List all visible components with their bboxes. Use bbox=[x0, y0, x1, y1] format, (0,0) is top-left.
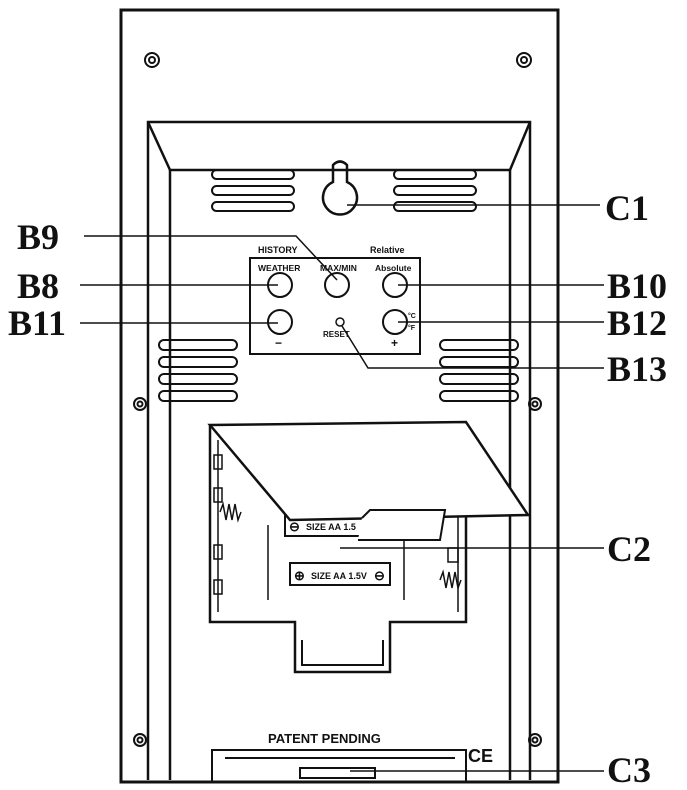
ce-mark: CE bbox=[468, 746, 493, 766]
battery-door bbox=[207, 420, 531, 522]
battery-bottom-minus: ⊖ bbox=[374, 568, 385, 583]
side-vents bbox=[158, 339, 519, 402]
top-vents bbox=[211, 169, 477, 212]
absolute-label: Absolute bbox=[375, 263, 412, 273]
deg-f-label: °F bbox=[408, 324, 416, 332]
minus-label: − bbox=[275, 336, 282, 350]
leader-lines bbox=[80, 204, 604, 772]
reset-label: RESET bbox=[323, 330, 350, 339]
weather-label: WEATHER bbox=[258, 263, 300, 273]
battery-top-minus: ⊖ bbox=[289, 519, 300, 534]
bottom-stand bbox=[211, 749, 467, 782]
battery-bottom-label: SIZE AA 1.5V bbox=[311, 571, 367, 581]
callout-c1: C1 bbox=[605, 188, 649, 228]
button-panel bbox=[249, 257, 421, 355]
battery-bottom bbox=[289, 562, 391, 586]
patent-pending-label: PATENT PENDING bbox=[268, 731, 381, 746]
minus-button bbox=[267, 309, 293, 335]
history-label: HISTORY bbox=[258, 245, 298, 255]
callout-b10: B10 bbox=[607, 266, 668, 306]
battery-bottom-plus: ⊕ bbox=[294, 568, 305, 583]
screw-holes bbox=[133, 52, 542, 747]
callout-b9: B9 bbox=[17, 217, 60, 257]
reset-hole bbox=[335, 317, 345, 327]
callout-b13: B13 bbox=[607, 349, 668, 389]
maxmin-button bbox=[324, 272, 350, 298]
battery-door-tab bbox=[358, 509, 447, 541]
relative-label: Relative bbox=[370, 245, 405, 255]
callout-c3: C3 bbox=[607, 750, 651, 790]
callout-b8: B8 bbox=[17, 266, 60, 306]
callout-b11: B11 bbox=[8, 303, 67, 343]
callout-b12: B12 bbox=[607, 303, 668, 343]
callout-c2: C2 bbox=[607, 529, 651, 569]
plus-label: + bbox=[391, 336, 398, 350]
battery-top-label: SIZE AA 1.5 bbox=[306, 522, 356, 532]
outer-housing bbox=[119, 8, 560, 784]
deg-c-label: °C bbox=[408, 312, 416, 320]
maxmin-label: MAX/MIN bbox=[320, 263, 357, 273]
keyhole-hanger bbox=[321, 160, 359, 216]
